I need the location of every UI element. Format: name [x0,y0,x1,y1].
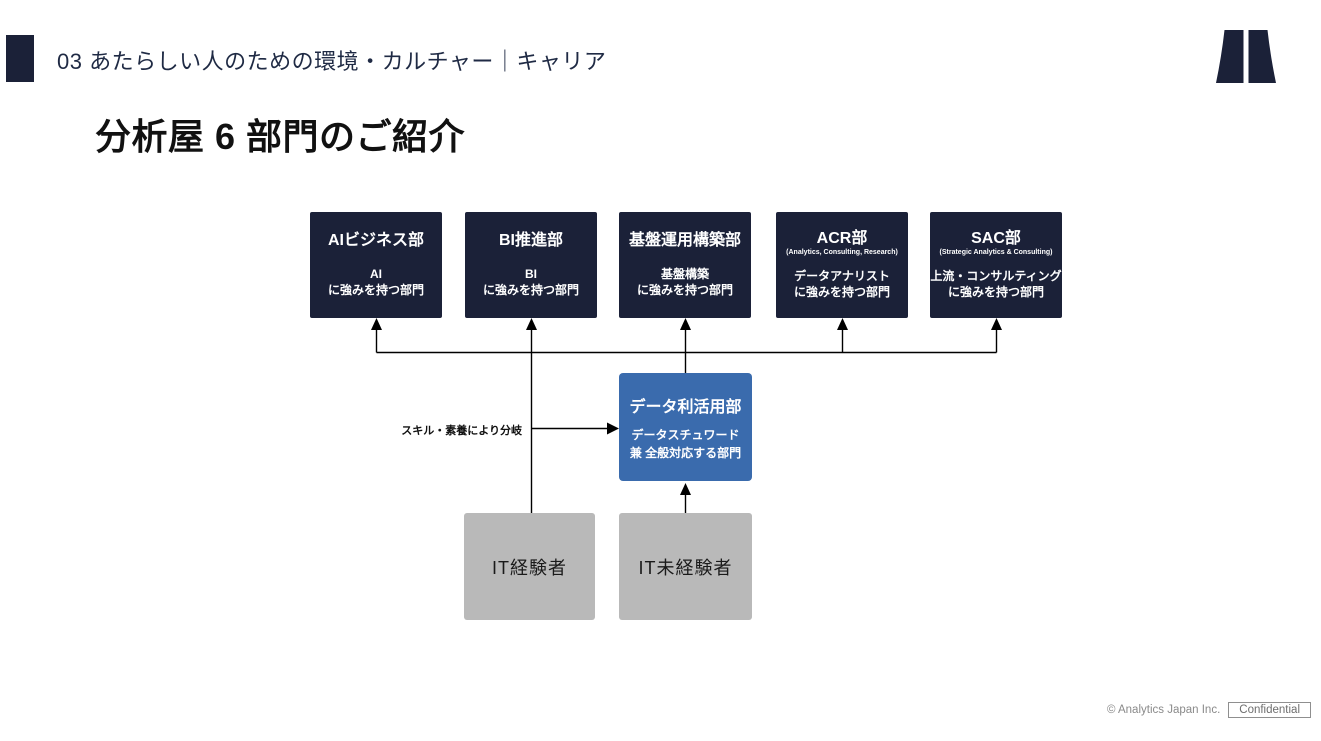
copyright-text: © Analytics Japan Inc. [1106,704,1221,716]
hub-desc: データスチュワード 兼 全般対応する部門 [629,427,742,460]
section-accent-bar [6,35,34,82]
dept-name: 基盤運用構築部 [628,232,741,250]
dept-strength: AI に強みを持つ部門 [327,266,424,297]
dept-box-data-utilization: データ利活用部 データスチュワード 兼 全般対応する部門 [619,373,752,481]
company-logo-icon [1216,30,1276,83]
dept-box-acr: ACR部 (Analytics, Consulting, Research) デ… [776,212,908,318]
entry-box-it-inexperienced: IT未経験者 [619,513,752,620]
hub-name: データ利活用部 [629,398,742,416]
dept-name: BI推進部 [498,232,563,250]
dept-box-ai-business: AIビジネス部 AI に強みを持つ部門 [310,212,442,318]
dept-box-sac: SAC部 (Strategic Analytics & Consulting) … [930,212,1062,318]
section-label: 03 あたらしい人のための環境・カルチャー｜キャリア [57,49,607,74]
dept-strength: BI に強みを持つ部門 [482,266,579,297]
dept-subname: (Strategic Analytics & Consulting) [939,249,1053,257]
dept-name: ACR部 [816,229,868,247]
entry-label: IT未経験者 [638,557,733,578]
branch-annotation: スキル・素養により分岐 [401,425,522,437]
confidential-badge: Confidential [1228,702,1311,718]
dept-strength: 上流・コンサルティング に強みを持つ部門 [930,268,1062,300]
dept-strength: データアナリスト に強みを持つ部門 [793,268,890,300]
dept-name: SAC部 [971,229,1021,247]
dept-name: AIビジネス部 [327,232,424,250]
footer: © Analytics Japan Inc. Confidential [1107,702,1311,718]
entry-box-it-experienced: IT経験者 [464,513,595,620]
dept-subname: (Analytics, Consulting, Research) [786,249,898,257]
dept-strength: 基盤構築 に強みを持つ部門 [636,266,733,297]
entry-label: IT経験者 [492,557,567,578]
dept-box-infrastructure: 基盤運用構築部 基盤構築 に強みを持つ部門 [619,212,751,318]
page-title: 分析屋 6 部門のご紹介 [95,116,466,157]
dept-box-bi-promotion: BI推進部 BI に強みを持つ部門 [465,212,597,318]
